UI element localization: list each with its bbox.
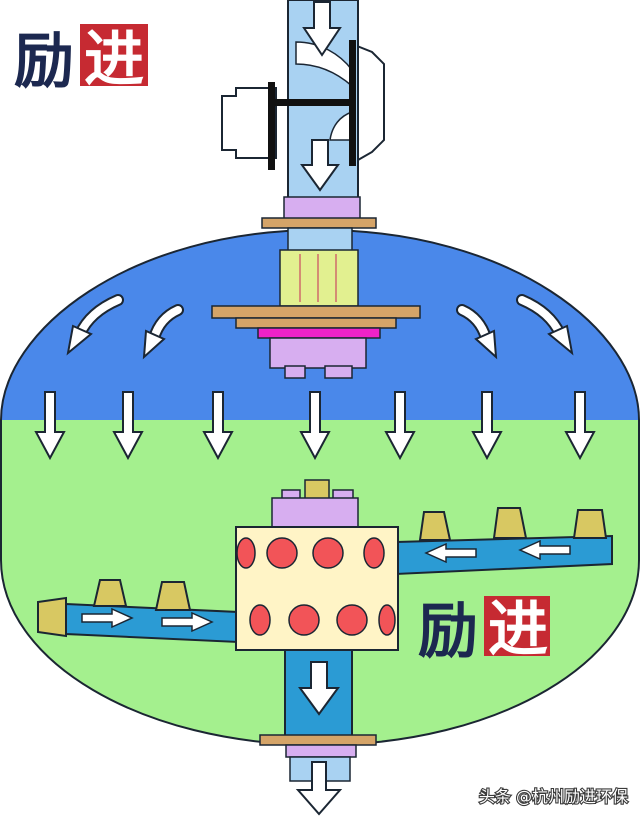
inlet-collar bbox=[283, 196, 361, 220]
distributor-plate-lower bbox=[235, 317, 397, 329]
left-arm-end-cap bbox=[37, 596, 67, 638]
inlet-flange bbox=[261, 217, 377, 229]
left-collector-arm bbox=[37, 579, 239, 644]
logo-char-primary: 励 bbox=[14, 27, 74, 97]
outlet-flange bbox=[259, 734, 377, 746]
outlet bbox=[259, 649, 377, 816]
right-arm-nozzle bbox=[572, 509, 608, 539]
logo-center: 励 进 bbox=[418, 595, 550, 667]
down-arrow-icon bbox=[384, 391, 416, 461]
left-arrow-icon bbox=[424, 542, 477, 564]
collector-hole bbox=[378, 604, 396, 636]
collector-cap bbox=[271, 497, 359, 529]
logo-char-badge: 进 bbox=[84, 25, 144, 95]
left-arm-nozzle bbox=[154, 581, 192, 611]
outlet-collar bbox=[285, 744, 357, 758]
upper-distributor bbox=[211, 227, 421, 379]
downflow-arrows bbox=[34, 391, 596, 461]
distributor-head bbox=[279, 249, 359, 307]
central-collector bbox=[235, 479, 399, 651]
curved-arrow-icon bbox=[142, 304, 184, 360]
vessel-outline bbox=[0, 228, 640, 747]
logo-badge bbox=[80, 24, 148, 86]
outlet-arrow-icon bbox=[298, 661, 340, 716]
right-collector-arm bbox=[395, 507, 613, 576]
valve-stem-cross bbox=[270, 99, 354, 106]
right-arrow-icon bbox=[81, 607, 134, 629]
left-arrow-icon bbox=[518, 539, 571, 561]
collector-hole bbox=[249, 604, 271, 636]
left-arm-nozzle bbox=[92, 579, 128, 607]
collector-hole bbox=[288, 604, 320, 636]
distributor-foot bbox=[324, 365, 353, 379]
curved-arrow-icon bbox=[456, 304, 498, 360]
down-arrow-icon bbox=[471, 391, 503, 461]
spray-arrows bbox=[66, 294, 574, 360]
distributor-plate bbox=[211, 305, 421, 319]
valve-stem-left bbox=[268, 82, 275, 170]
down-arrow-icon bbox=[299, 391, 331, 461]
collector-hole bbox=[266, 537, 298, 569]
curved-arrow-icon bbox=[66, 294, 124, 356]
curved-arrow-icon bbox=[516, 294, 574, 356]
distributor-gasket bbox=[257, 327, 381, 339]
right-arrow-icon bbox=[161, 611, 214, 633]
logo-badge bbox=[484, 596, 550, 656]
distributor-foot bbox=[284, 365, 306, 379]
logo-char-primary: 励 bbox=[418, 597, 478, 667]
down-arrow-icon bbox=[202, 391, 234, 461]
valve-stem-right bbox=[349, 40, 356, 166]
collector-hole bbox=[336, 604, 368, 636]
logo-top: 励 进 bbox=[14, 24, 148, 97]
right-arm-nozzle bbox=[492, 507, 528, 539]
logo-char-badge: 进 bbox=[488, 595, 548, 665]
inlet-valve bbox=[221, 0, 385, 229]
collector-hole bbox=[312, 537, 344, 569]
down-arrow-icon bbox=[564, 391, 596, 461]
down-arrow-icon bbox=[34, 391, 66, 461]
collector-tab bbox=[304, 479, 330, 501]
inlet-arrow-icon bbox=[302, 1, 342, 57]
inlet-arrow-lower-icon bbox=[300, 139, 340, 192]
right-arm-nozzle bbox=[418, 511, 452, 541]
watermark: 头条 @杭州励进环保 bbox=[479, 787, 628, 806]
down-arrow-icon bbox=[112, 391, 144, 461]
distributor-body bbox=[269, 337, 367, 369]
distributor-neck bbox=[287, 227, 353, 253]
left-valve-housing bbox=[221, 87, 277, 159]
outlet-exit-arrow-icon bbox=[295, 761, 343, 816]
inlet-baffle-lower bbox=[329, 110, 353, 141]
collector-hole bbox=[363, 537, 385, 569]
collector-hole bbox=[236, 537, 256, 569]
